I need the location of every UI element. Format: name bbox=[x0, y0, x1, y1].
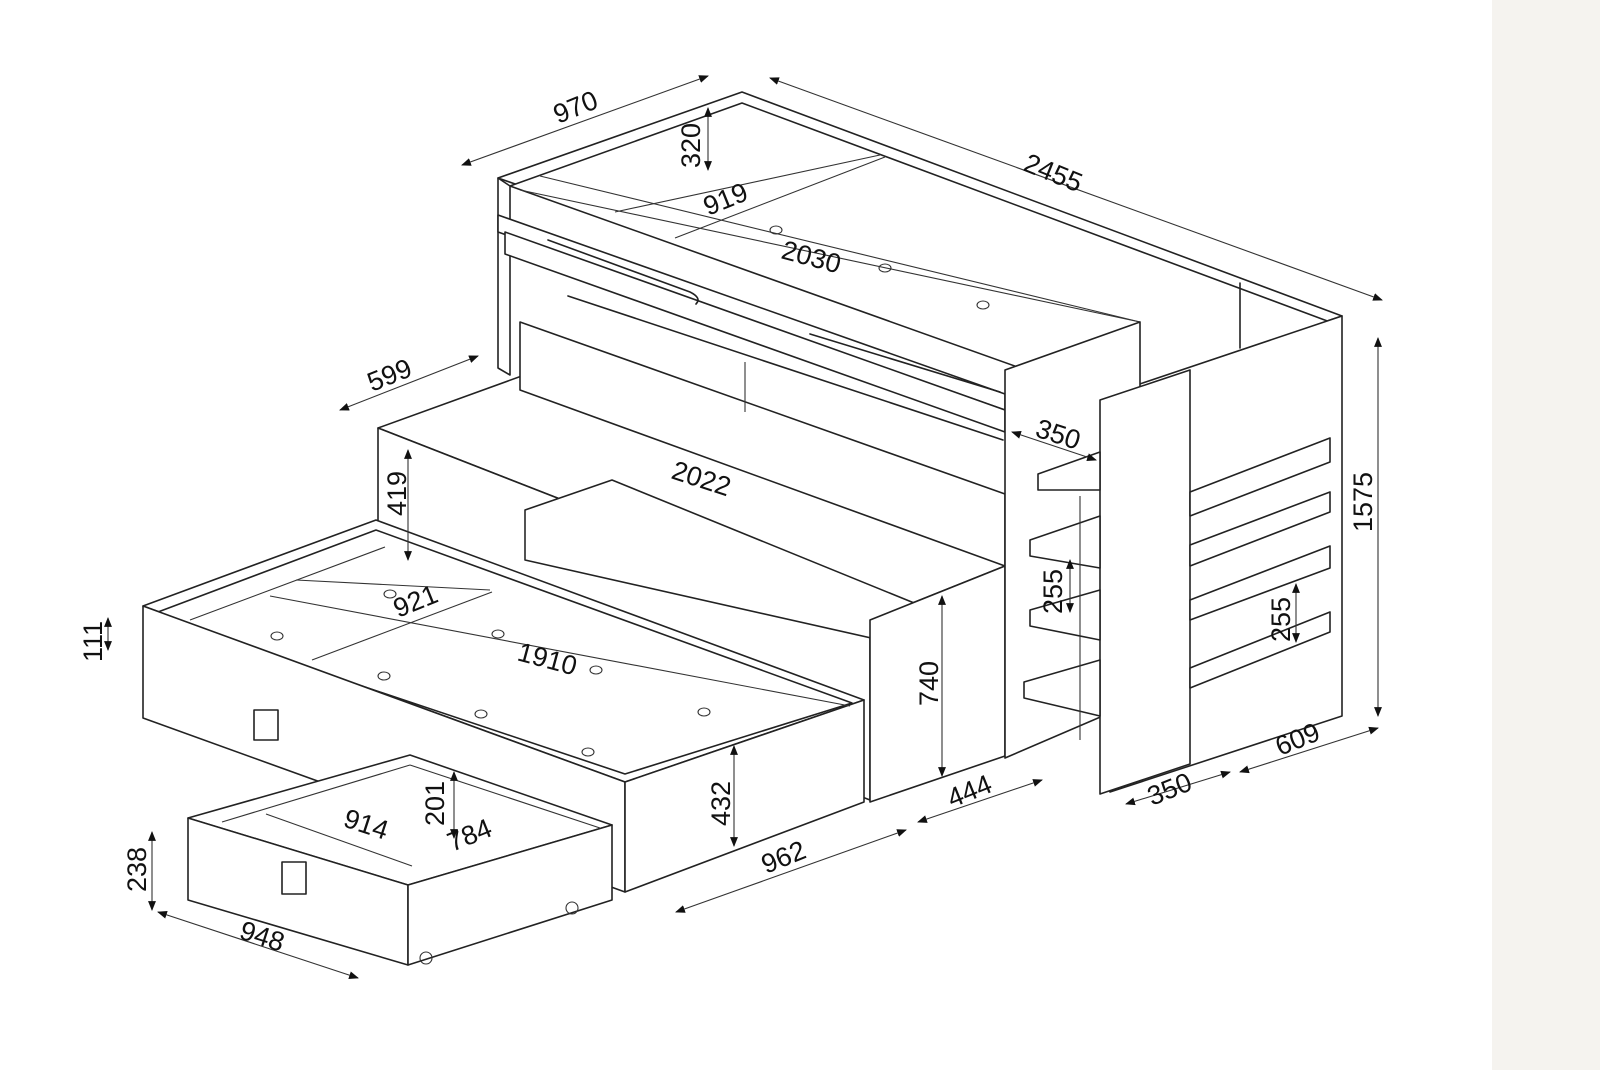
dim-top-rail-height: 320 bbox=[676, 123, 706, 168]
dim-shelf-spacing-right: 255 bbox=[1266, 597, 1296, 642]
dim-lower-bed-height: 432 bbox=[706, 781, 736, 826]
dim-step-height: 419 bbox=[382, 471, 412, 516]
dim-drawer-inner-height: 201 bbox=[420, 781, 450, 826]
dim-step-depth: 599 bbox=[363, 353, 416, 398]
dimension-lines bbox=[104, 75, 1383, 979]
shelf-unit bbox=[1004, 321, 1331, 795]
bunk-bed-technical-drawing: 970 320 919 2455 2030 599 419 2022 350 1… bbox=[78, 75, 1383, 979]
side-margin-strip bbox=[1492, 0, 1600, 1070]
dim-front-height: 740 bbox=[914, 661, 944, 706]
dim-total-height: 1575 bbox=[1348, 472, 1378, 532]
dim-drawer-height: 238 bbox=[122, 847, 152, 892]
dim-shelf-spacing-left: 255 bbox=[1038, 569, 1068, 614]
dim-rail-height: 111 bbox=[78, 621, 108, 662]
dim-total-length: 2455 bbox=[1020, 148, 1087, 198]
dim-top-width: 970 bbox=[549, 85, 602, 130]
dim-lower-bed-width: 962 bbox=[757, 835, 810, 880]
dim-cabinet-width: 444 bbox=[943, 769, 996, 814]
